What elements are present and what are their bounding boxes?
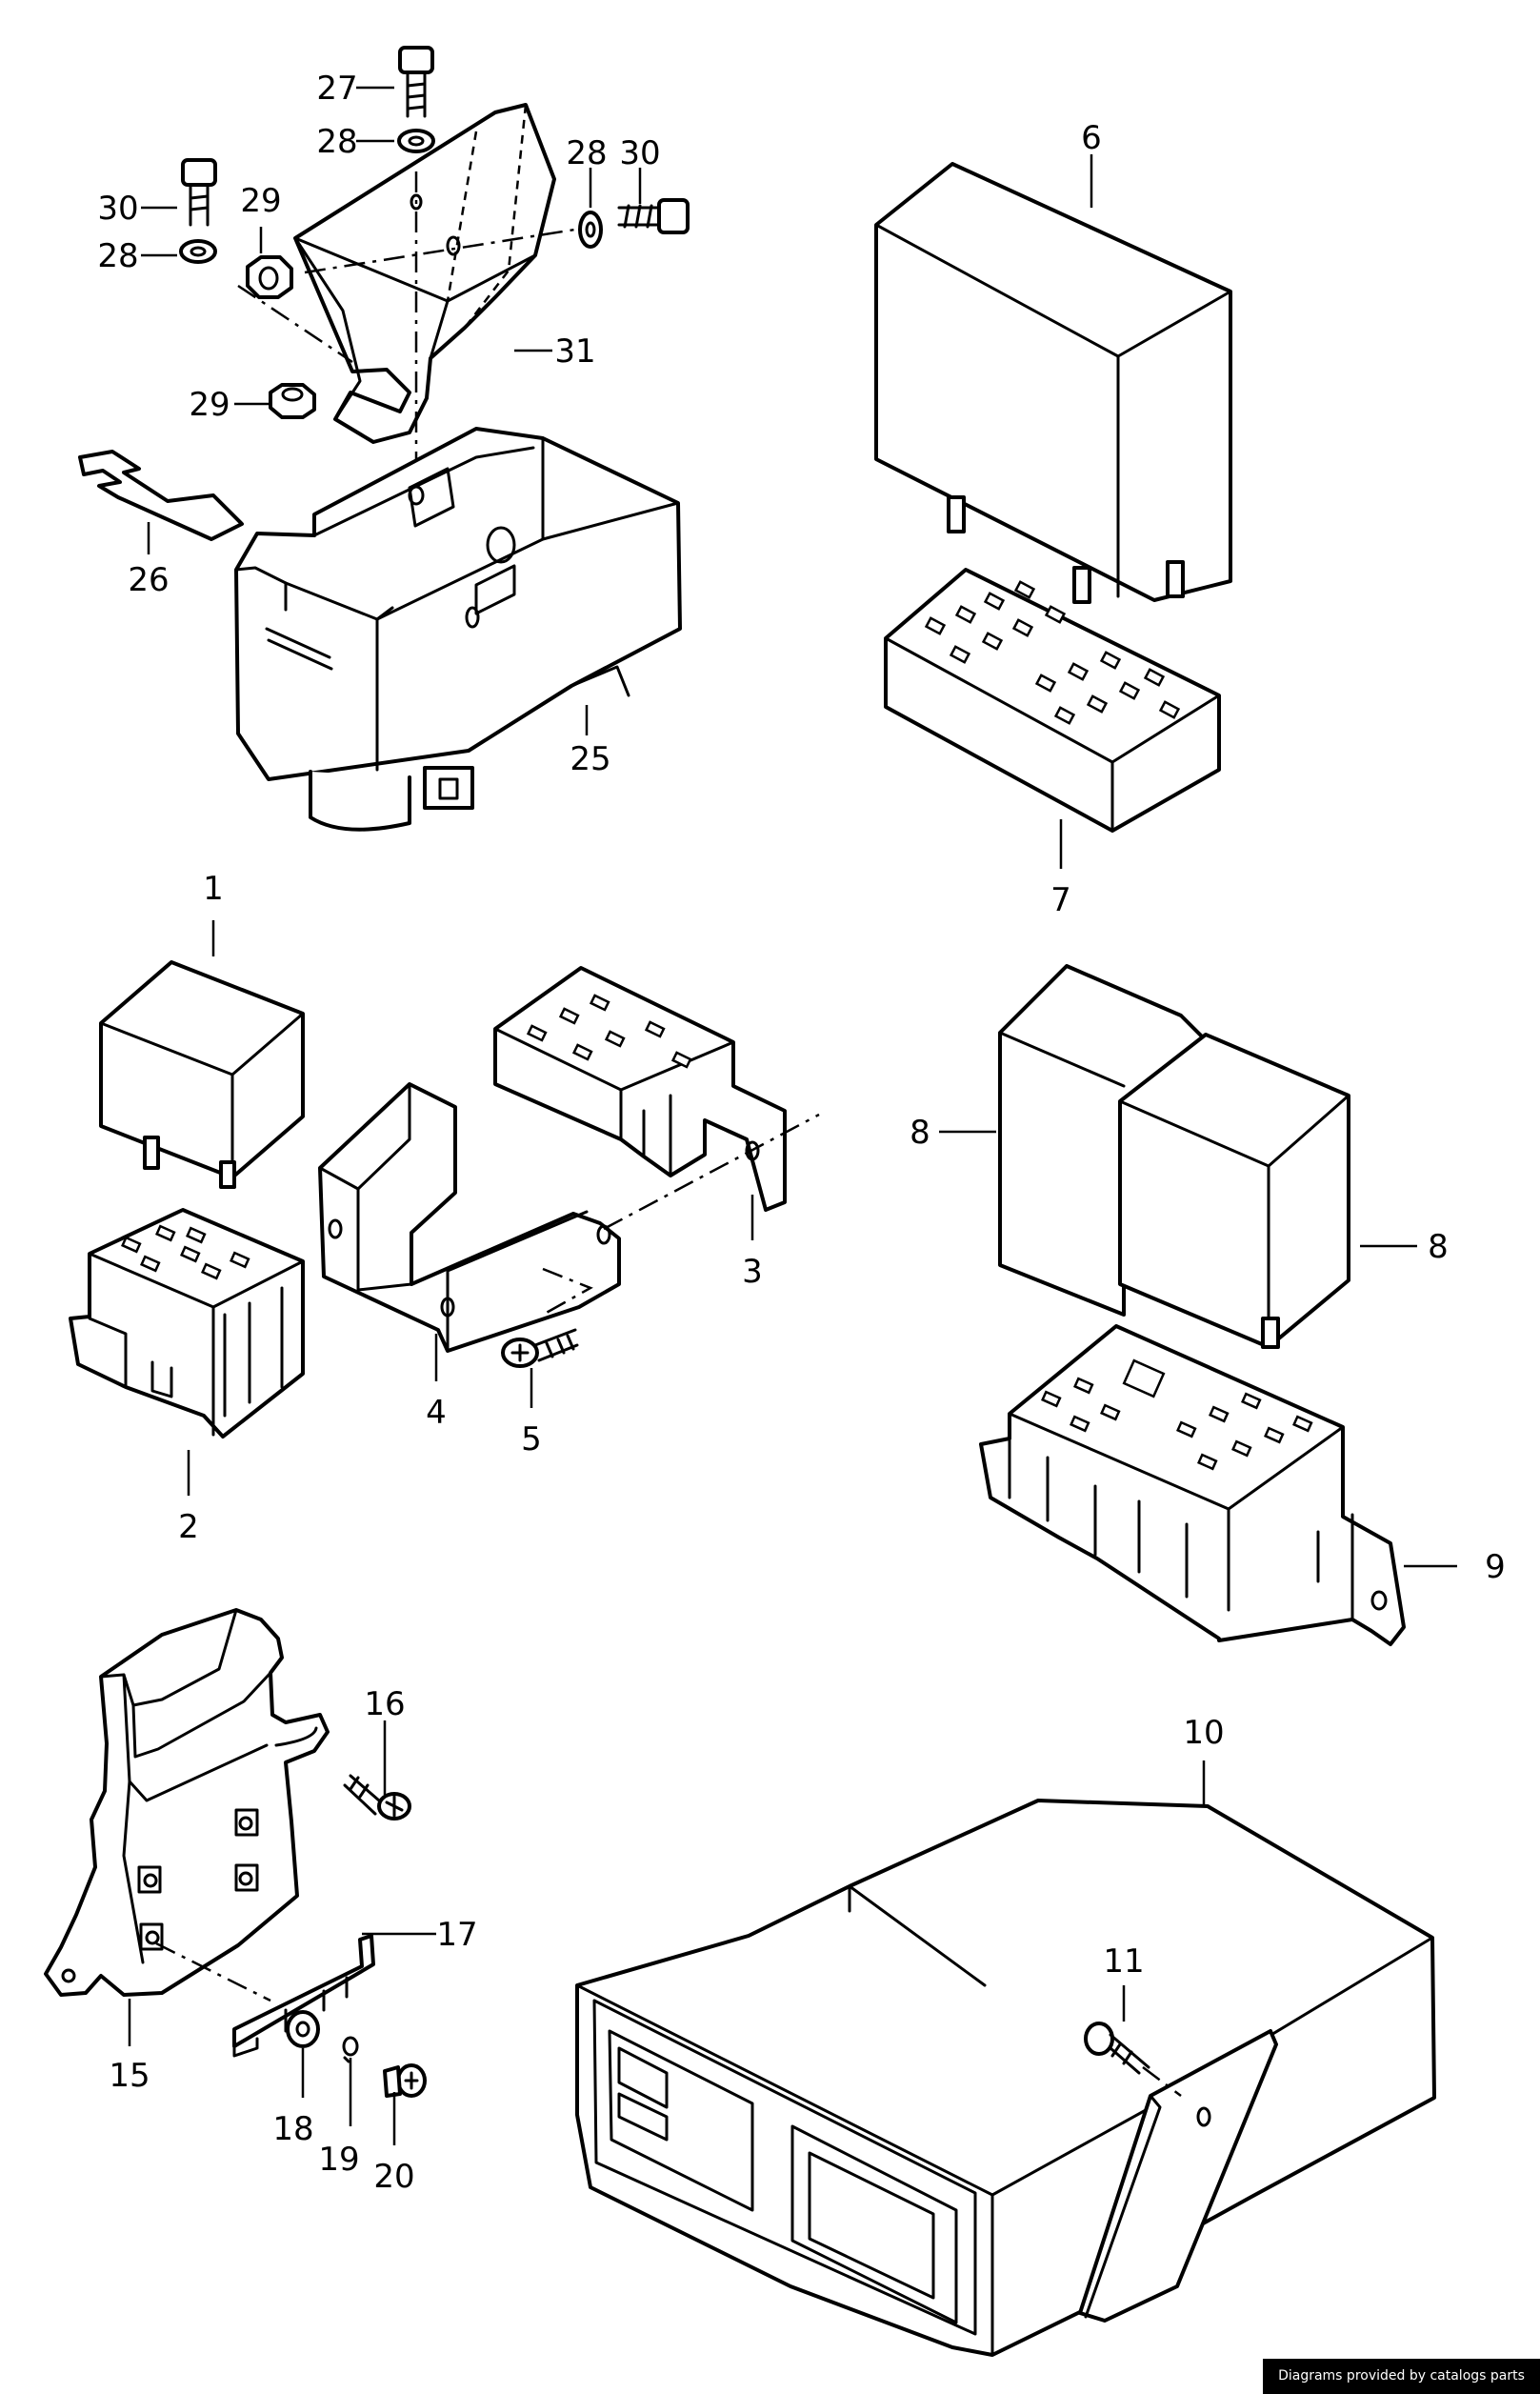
screw-5 (501, 1328, 579, 1368)
callout-29-lower: 29 (189, 386, 230, 424)
cover-assembly-10 (575, 1799, 1436, 2357)
bracket-4 (318, 1082, 621, 1353)
nut-29-upper (246, 255, 293, 299)
relay-1 (99, 960, 305, 1189)
callout-2: 2 (178, 1508, 199, 1546)
relay-assembly-6 (874, 162, 1232, 833)
callout-18: 18 (272, 2110, 313, 2148)
bolt-30-right (617, 198, 690, 234)
relay-assembly-1 (69, 960, 820, 1438)
cover-10 (575, 1799, 1436, 2357)
screw-20 (383, 2063, 427, 2098)
socket-3 (493, 966, 787, 1212)
gasket-26 (78, 450, 244, 541)
callout-1: 1 (203, 870, 224, 908)
relay-25 (234, 427, 682, 832)
callout-19: 19 (318, 2141, 359, 2179)
callout-28-right: 28 (566, 134, 607, 172)
plate-17 (232, 1934, 375, 2058)
callout-27: 27 (316, 70, 357, 108)
callout-31: 31 (554, 332, 595, 371)
callout-28-left: 28 (97, 237, 138, 275)
bolt-27 (398, 46, 434, 118)
spring-washer-19 (342, 2036, 359, 2063)
callout-29-upper: 29 (240, 182, 281, 220)
socket-9 (979, 1324, 1406, 1646)
callout-6: 6 (1081, 119, 1102, 157)
washer-28-left (179, 239, 217, 264)
callout-7: 7 (1050, 881, 1071, 919)
callout-8-left: 8 (910, 1114, 930, 1152)
screw-11 (1084, 2022, 1150, 2075)
callout-26: 26 (128, 561, 169, 599)
callout-17: 17 (436, 1916, 477, 1954)
leader-lines (128, 86, 1457, 2145)
callout-8-right: 8 (1428, 1228, 1449, 1266)
callout-3: 3 (742, 1253, 763, 1291)
callout-11: 11 (1103, 1942, 1144, 1981)
callout-16: 16 (364, 1685, 405, 1723)
relay-assembly-25 (78, 46, 690, 832)
bolt-30-left (181, 158, 217, 227)
socket-2 (69, 1208, 305, 1438)
callout-25: 25 (570, 740, 610, 778)
bracket-31 (293, 103, 556, 444)
washer-18 (286, 2010, 320, 2048)
relay-6 (874, 162, 1232, 604)
callout-30-right: 30 (619, 134, 660, 172)
holder-assembly-15 (44, 1608, 427, 2098)
callout-15: 15 (109, 2057, 150, 2095)
screw-16 (343, 1774, 411, 1821)
callout-5: 5 (521, 1420, 542, 1459)
relay-8-right (1118, 1033, 1350, 1349)
callout-20: 20 (373, 2158, 414, 2196)
callout-30-left: 30 (97, 190, 138, 228)
callout-9: 9 (1485, 1548, 1506, 1586)
callout-28-top: 28 (316, 123, 357, 161)
socket-7 (884, 568, 1221, 833)
callout-4: 4 (426, 1394, 447, 1432)
nut-29-lower (269, 383, 316, 419)
credit-badge: Diagrams provided by catalogs parts (1263, 2359, 1540, 2394)
washer-28-top (397, 129, 435, 153)
holder-15 (44, 1608, 330, 1997)
callout-labels: 1 2 3 4 5 6 7 8 8 9 10 11 15 16 17 18 19… (97, 70, 1505, 2196)
washer-28-right (578, 211, 603, 249)
relay-assembly-8 (979, 964, 1406, 1646)
callout-10: 10 (1183, 1714, 1224, 1752)
